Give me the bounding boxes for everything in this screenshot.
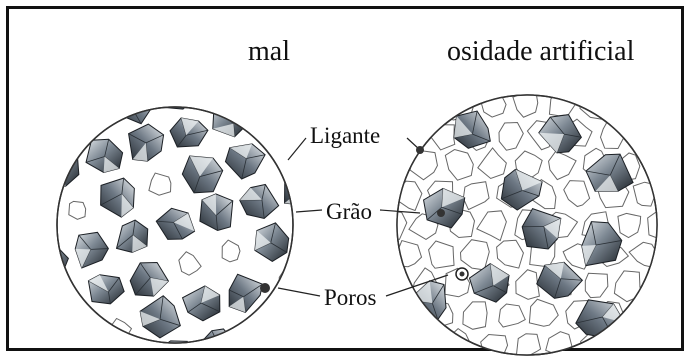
- pore-marker-left: [260, 283, 270, 293]
- poros-leader-left: [278, 288, 320, 296]
- label-grao: Grão: [326, 200, 372, 223]
- title-artificial-porosity: osidade artificial: [447, 38, 634, 66]
- bond-particle: [648, 211, 678, 241]
- right-structure-circle: [376, 88, 678, 360]
- left-structure-circle: [34, 74, 317, 360]
- grao-leader-left: [296, 210, 322, 212]
- abrasive-grain: [154, 341, 191, 360]
- abrasive-grain: [159, 74, 196, 109]
- abrasive-grain: [285, 174, 317, 206]
- label-poros: Poros: [324, 286, 376, 309]
- ligante-leader-left: [288, 138, 306, 160]
- bond-particle: [69, 201, 86, 219]
- abrasive-grain: [116, 87, 150, 124]
- title-normal-porosity: mal: [248, 38, 290, 66]
- label-ligante: Ligante: [310, 124, 380, 147]
